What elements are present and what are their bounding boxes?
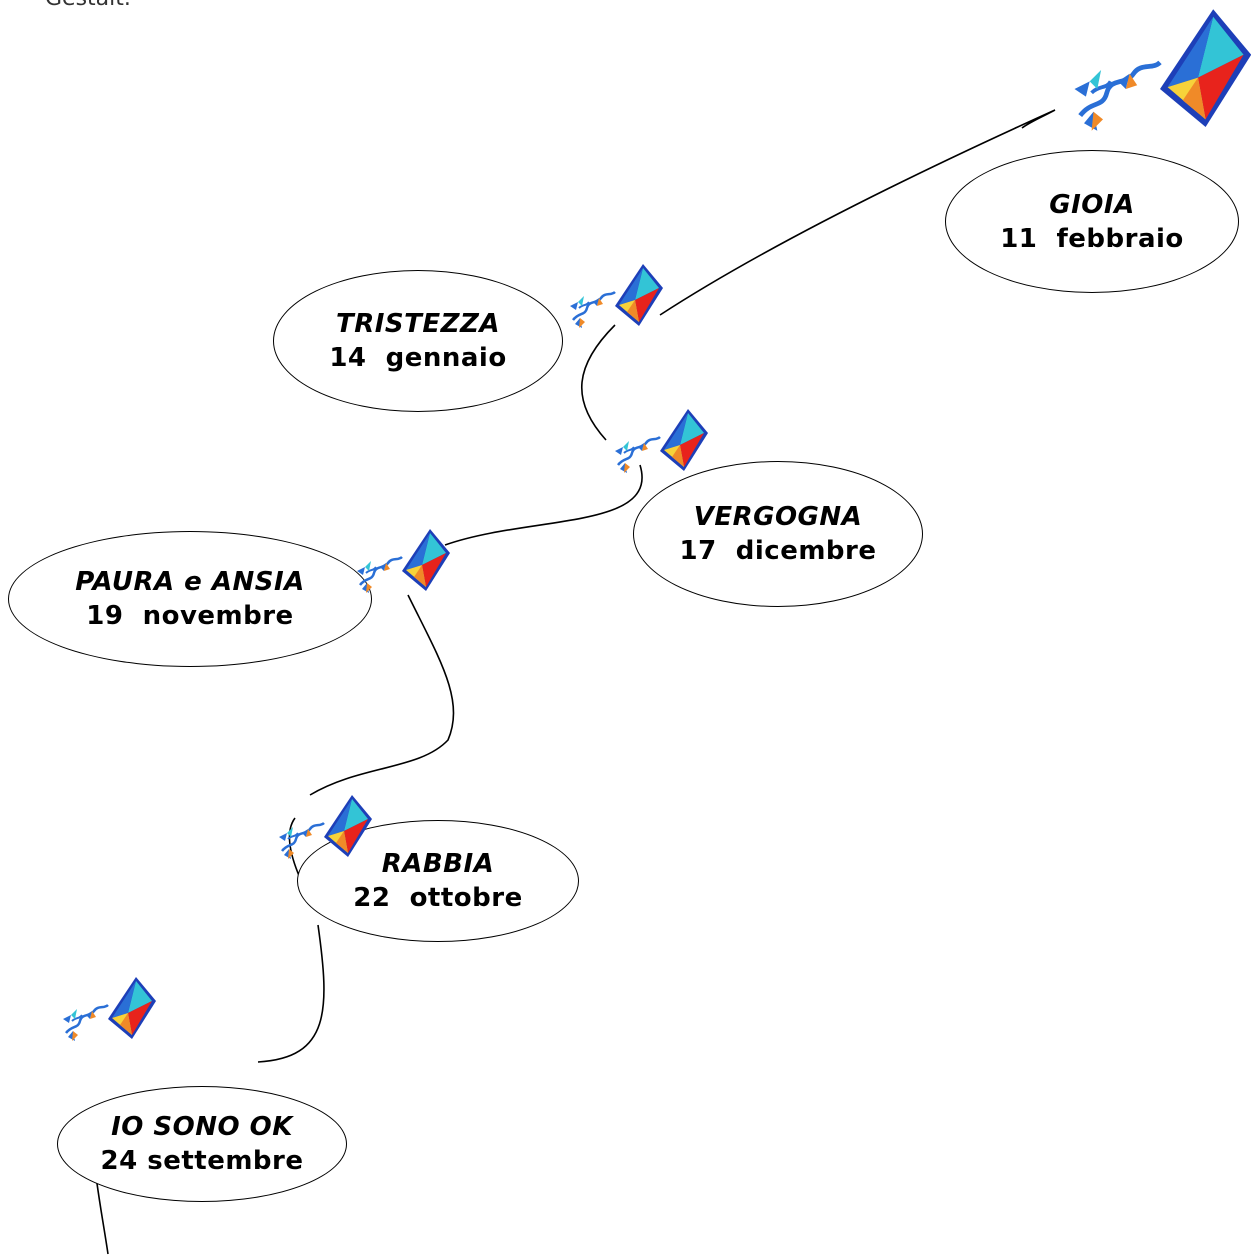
- connector-string: [288, 817, 301, 879]
- date-label: 22 ottobre: [353, 883, 523, 913]
- emotion-label: VERGOGNA: [693, 502, 863, 532]
- kite-icon: [568, 262, 665, 330]
- date-label: 19 novembre: [86, 601, 294, 631]
- milestone-node: TRISTEZZA 14 gennaio: [273, 270, 563, 412]
- milestone-node: RABBIA 22 ottobre: [297, 820, 579, 942]
- kite-icon: [277, 793, 374, 861]
- emotion-label: TRISTEZZA: [336, 309, 500, 339]
- date-label: 11 febbraio: [1000, 223, 1184, 254]
- kite-icon: [613, 407, 710, 475]
- date-label: 17 dicembre: [679, 536, 877, 566]
- connector-string: [444, 464, 643, 546]
- connector-string: [580, 324, 616, 441]
- connector-string: [659, 109, 1056, 316]
- kite-icon: [61, 975, 158, 1043]
- date-label: 24 settembre: [100, 1146, 304, 1176]
- emotion-label: RABBIA: [381, 849, 495, 879]
- milestone-node: IO SONO OK 24 settembre: [57, 1086, 347, 1202]
- date-label: 14 gennaio: [329, 343, 507, 373]
- header-fragment: Gestalt.: [45, 0, 131, 11]
- connector-string: [309, 594, 455, 796]
- kite-icon: [1065, 5, 1251, 135]
- emotion-label: PAURA e ANSIA: [75, 567, 305, 597]
- milestone-node: PAURA e ANSIA 19 novembre: [8, 531, 372, 667]
- milestone-node: GIOIA 11 febbraio: [945, 150, 1239, 293]
- milestone-node: VERGOGNA 17 dicembre: [633, 461, 923, 607]
- emotion-label: GIOIA: [1049, 189, 1135, 220]
- emotion-label: IO SONO OK: [111, 1112, 293, 1142]
- connector-string: [257, 924, 325, 1063]
- kite-icon: [355, 527, 452, 595]
